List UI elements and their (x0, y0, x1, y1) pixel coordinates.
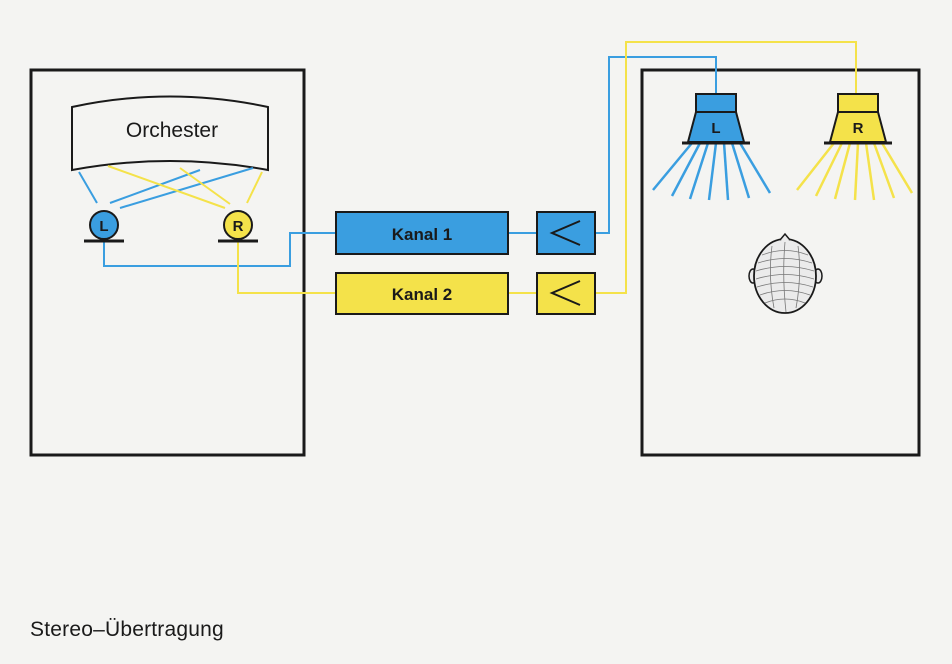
orchestra-stage (71, 95, 269, 172)
speaker-left: L (682, 93, 750, 145)
sound-rays-to-right-mic (107, 165, 263, 209)
recording-room (29, 68, 306, 457)
amplifier-1-box (536, 211, 596, 255)
amplifier-2-box (536, 272, 596, 315)
listener-head-icon (748, 232, 823, 314)
listening-room (640, 68, 921, 457)
speaker-right: R (824, 93, 892, 145)
speaker-left-rays (652, 142, 772, 201)
amplifier-1-icon (549, 220, 581, 246)
orchestra-label: Orchester (126, 119, 218, 142)
mic-right-label: R (233, 218, 244, 235)
diagram-caption: Stereo–Übertragung (30, 618, 224, 641)
microphone-left: L (84, 210, 124, 243)
right-signal-line (237, 240, 336, 294)
speaker-right-rays (796, 142, 914, 201)
speaker-right-label: R (853, 120, 864, 137)
channel-1-label: Kanal 1 (392, 225, 452, 244)
channel-1-box (335, 211, 509, 255)
right-link-amp-speaker (595, 41, 857, 294)
amplifier-2-icon (549, 280, 581, 306)
left-signal-line (103, 232, 336, 267)
mic-left-label: L (99, 218, 108, 235)
microphone-right: R (218, 210, 258, 243)
channel-2-box (335, 272, 509, 315)
speaker-left-label: L (711, 120, 720, 137)
left-link-amp-speaker (595, 56, 717, 234)
channel-2-label: Kanal 2 (392, 285, 452, 304)
sound-rays-to-left-mic (78, 167, 254, 209)
